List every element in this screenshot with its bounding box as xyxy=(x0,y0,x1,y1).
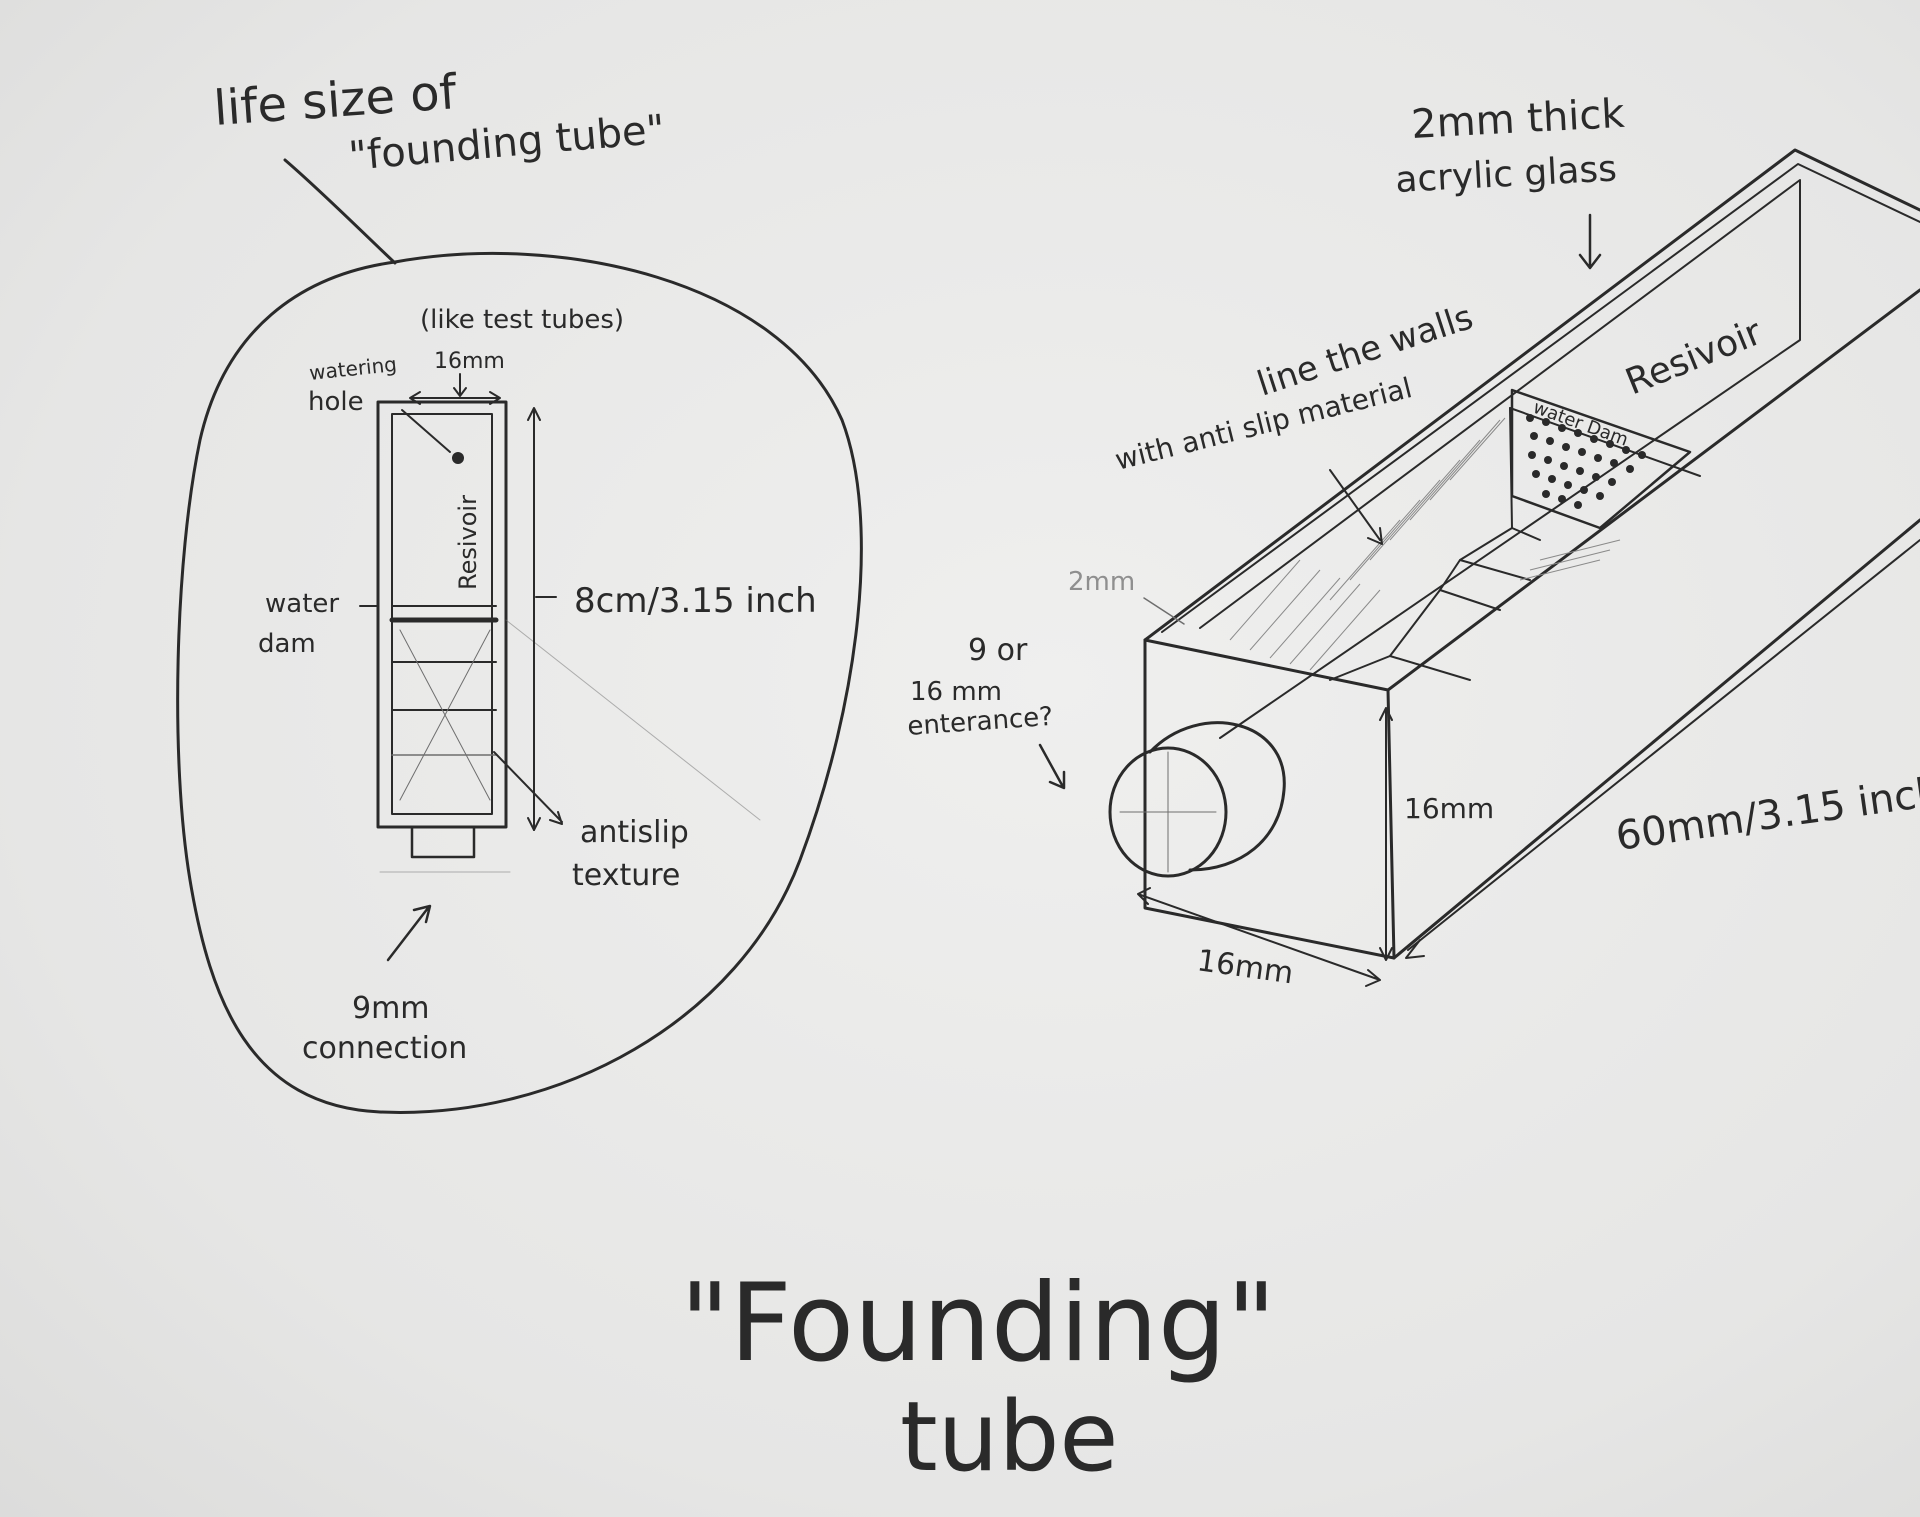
antislip-label: antislip xyxy=(580,815,689,850)
life-size-circle xyxy=(176,252,863,1114)
tube-outer-wall xyxy=(376,400,508,829)
watering-hole-label: hole xyxy=(308,387,364,417)
entrance-label: 9 or xyxy=(968,633,1028,668)
water-dam-label: dam xyxy=(258,629,316,659)
thickness-label: acrylic glass xyxy=(1394,148,1617,201)
reservoir-right-label: Resivoir xyxy=(1620,312,1768,403)
water-dam-label: water xyxy=(265,589,339,619)
width-top-label: 16mm xyxy=(434,349,505,374)
connection-label: connection xyxy=(302,1031,467,1066)
connection-stub xyxy=(410,825,476,859)
entrance-cylinder-body xyxy=(1148,721,1286,872)
reservoir-left-label: Resivoir xyxy=(454,495,482,590)
length-3d-label: 60mm/3.15 inch xyxy=(1613,769,1920,860)
connection-label: 9mm xyxy=(352,991,430,1026)
thickness-label: 2mm thick xyxy=(1410,91,1626,148)
life-size-label: life size of xyxy=(212,64,459,137)
title-pointer-line xyxy=(283,158,397,265)
watering-hole-dot xyxy=(452,452,464,464)
tube-water-dam-panel xyxy=(1510,388,1692,530)
entrance-label: enterance? xyxy=(906,702,1054,742)
like-test-tubes-label: (like test tubes) xyxy=(420,305,624,335)
entrance-label: 16 mm xyxy=(910,677,1002,707)
tube-top-rim xyxy=(1143,148,1920,642)
big-title-founding: "Founding" xyxy=(680,1261,1276,1386)
height-dimension-label: 8cm/3.15 inch xyxy=(574,581,817,621)
width-3d-label: 16mm xyxy=(1195,943,1296,991)
tube-right-edge xyxy=(1386,288,1920,692)
faint-2mm-label: 2mm xyxy=(1068,567,1135,597)
big-title-tube: tube xyxy=(900,1381,1118,1493)
tube-3d-sketch xyxy=(1038,148,1920,987)
entrance-cylinder-end xyxy=(1108,746,1228,878)
antislip-label: texture xyxy=(572,858,680,893)
height-3d-label: 16mm xyxy=(1404,792,1494,825)
tube-inner-wall xyxy=(391,413,493,815)
watering-hole-label: watering xyxy=(308,352,398,385)
